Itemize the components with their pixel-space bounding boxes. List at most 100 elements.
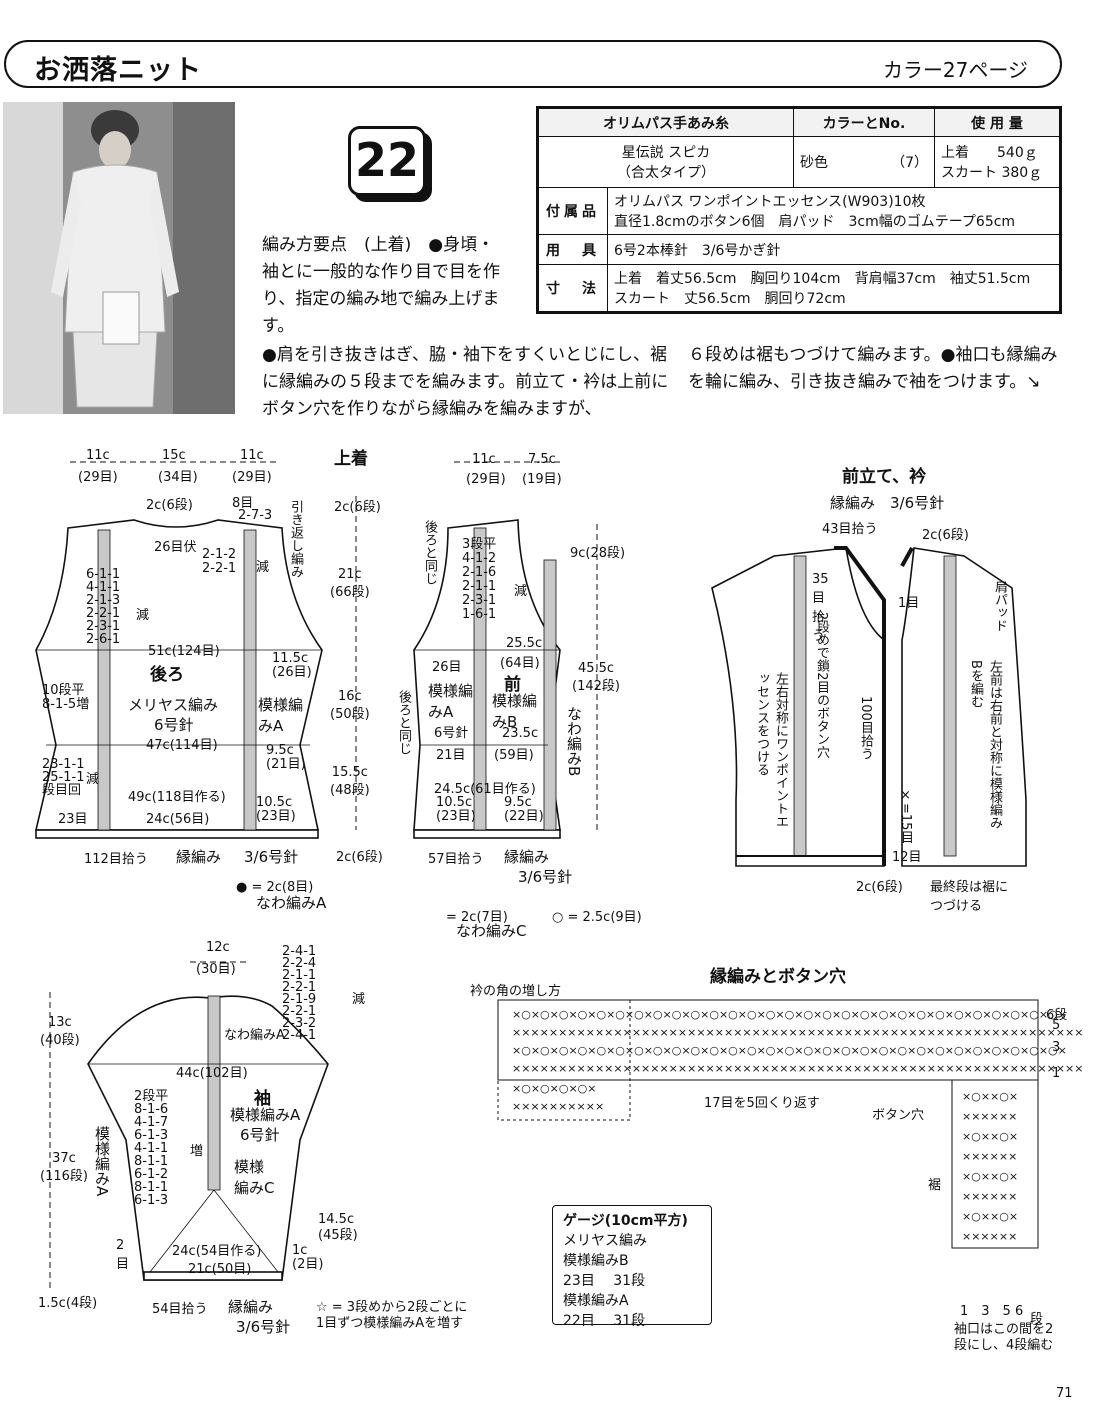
back-cast-on: 49c(118目作る) bbox=[128, 790, 226, 805]
color-header: カラーとNo. bbox=[793, 107, 935, 138]
front-neck-height: 9c(28段) bbox=[570, 546, 626, 561]
edging-chart-title: 縁編みとボタン穴 bbox=[710, 967, 846, 987]
front-top-11: 11c bbox=[472, 452, 496, 467]
height-4: 15.5c (48段) bbox=[330, 765, 370, 798]
svg-text:××××××××××: ×××××××××× bbox=[512, 1100, 604, 1113]
front-top-11-st: (29目) bbox=[466, 472, 506, 487]
svg-text:×○××○×: ×○××○× bbox=[962, 1130, 1018, 1143]
svg-text:××××××: ×××××× bbox=[962, 1150, 1017, 1163]
band-pickup-43: 43目拾う bbox=[822, 522, 878, 537]
sleeve-cap-shape: 2-4-1 2-2-4 2-1-1 2-2-1 2-1-9 2-2-1 2-3-… bbox=[282, 944, 317, 1043]
band-last-row-note: 最終段は裾につづける bbox=[930, 880, 1009, 914]
edging-cuff-note: 袖口はこの間を2段にし、4段編む bbox=[954, 1322, 1054, 1353]
band-pickup-100: 100目拾う bbox=[858, 696, 873, 760]
band-edging: 縁編み 3/6号針 bbox=[830, 494, 945, 512]
sleeve-pickup: 54目拾う bbox=[152, 1302, 208, 1317]
height-2: 21c (66段) bbox=[330, 567, 370, 600]
band-mirror-note: 左前は右前と対称に模様編みBを編む bbox=[968, 660, 1002, 829]
edging-row-5: 5 bbox=[1052, 1018, 1061, 1033]
back-side-pattern: 11.5c (26目) bbox=[272, 651, 312, 680]
sleeve-pattern-a: 模様編みA bbox=[230, 1106, 301, 1124]
usage-skirt: スカート 380ｇ bbox=[941, 165, 1043, 182]
usage-header: 使 用 量 bbox=[934, 107, 1060, 138]
yarn-header: オリムパス手あみ糸 bbox=[538, 107, 794, 138]
instructions-para-3: ６段めは裾もつづけて編みます。●袖口も縁編みを輪に編み、引き抜き編みで袖をつけま… bbox=[688, 345, 1058, 392]
back-neck-dec: 2-1-2 2-2-1 bbox=[202, 547, 237, 576]
front-side-st: 26目 bbox=[432, 660, 462, 675]
back-top-11b-st: (29目) bbox=[232, 470, 272, 485]
accessories-line2: 直径1.8cmのボタン6個 肩パッド 3cm幅のゴムテープ65cm bbox=[614, 214, 1016, 230]
back-shoulder-st: 8目 bbox=[232, 496, 254, 511]
back-decrease-2-label: 減 bbox=[86, 772, 100, 787]
front-bottom-left: 10.5c (23目) bbox=[436, 795, 476, 824]
sleeve-top-st: (30目) bbox=[196, 962, 236, 977]
sleeve-star-note: ☆ = 3段めから2段ごとに1目ずつ模様編みAを増す bbox=[316, 1300, 468, 1331]
size-skirt: スカート 丈56.5cm 胴回り72cm bbox=[614, 291, 846, 308]
front-same-as-back: 後ろと同じ bbox=[422, 520, 437, 585]
page-number: 71 bbox=[1056, 1386, 1073, 1401]
tools-label: 用 具 bbox=[538, 233, 608, 266]
legend-c: = 2c(7目) bbox=[446, 910, 508, 925]
page-title: お洒落ニット bbox=[34, 55, 202, 86]
back-shoulder-shape: 2-7-3 bbox=[238, 508, 273, 523]
svg-text:××××××: ×××××× bbox=[962, 1190, 1017, 1203]
legend-a-label: なわ編みA bbox=[256, 894, 327, 912]
svg-text:×○×○×○×○×: ×○×○×○×○× bbox=[512, 1082, 596, 1095]
front-chest-st: (64目) bbox=[500, 656, 540, 671]
sleeve-right-1: 1c (2目) bbox=[292, 1243, 324, 1272]
svg-text:×○×○×○×○×○×○×○×○×○×○×○×○×○×○×○: ×○×○×○×○×○×○×○×○×○×○×○×○×○×○×○×○×○×○×○×○… bbox=[512, 1044, 1067, 1057]
model-photo bbox=[3, 102, 235, 414]
sleeve-increase-shape: 2段平 8-1-6 4-1-7 6-1-3 4-1-1 8-1-1 6-1-2 … bbox=[134, 1089, 169, 1208]
front-pattern-b: 模様編みB bbox=[492, 692, 538, 731]
band-row-12: 12目 bbox=[892, 850, 922, 865]
svg-text:×○××○×: ×○××○× bbox=[962, 1210, 1018, 1223]
sleeve-edging: 縁編み bbox=[228, 1298, 274, 1316]
svg-text:××××××××××××××××××××××××××××××: ××××××××××××××××××××××××××××××××××××××××… bbox=[512, 1026, 1083, 1039]
back-neck-dec-label: 減 bbox=[256, 560, 270, 575]
pattern-number: 22 bbox=[348, 126, 426, 196]
back-armhole-dec-label: 減 bbox=[136, 608, 150, 623]
edging-row-numbers: 1 3 5 6 bbox=[960, 1304, 1024, 1319]
back-top-11a-st: (29目) bbox=[78, 470, 118, 485]
back-top-15-st: (34目) bbox=[158, 470, 198, 485]
sleeve-right-145: 14.5c (45段) bbox=[318, 1212, 358, 1243]
back-bottom-mid: 24c(56目) bbox=[146, 812, 210, 827]
back-pickup: 112目拾う bbox=[84, 852, 148, 867]
yarn-name: 星伝説 スピカ bbox=[621, 145, 711, 162]
yarn-type: （合太タイプ） bbox=[617, 165, 715, 182]
front-cast-on: 24.5c(61目作る) bbox=[434, 782, 536, 797]
edging-row-6: 6段 bbox=[1046, 1008, 1068, 1023]
front-edging-needle: 3/6号針 bbox=[518, 868, 573, 886]
sleeve-cap-height: 13c (40段) bbox=[40, 1015, 80, 1048]
color-page-ref: カラー27ページ bbox=[882, 58, 1028, 82]
sleeve-cap-dec: 減 bbox=[352, 992, 366, 1007]
front-needle: 6号針 bbox=[434, 726, 469, 741]
back-edging-needle: 3/6号針 bbox=[244, 848, 299, 866]
legend-a: ● = 2c(8目) bbox=[236, 880, 314, 895]
sleeve-pattern-c: 模様編みC bbox=[234, 1158, 275, 1197]
back-neck-bind: 26目伏 bbox=[154, 540, 197, 555]
band-buttonhole-note: 2段めで鎖2目のボタン穴 bbox=[814, 612, 829, 759]
front-pickup: 57目拾う bbox=[428, 852, 484, 867]
edging-corner-note: 衿の角の増し方 bbox=[470, 984, 562, 999]
back-top-11a: 11c bbox=[86, 448, 110, 463]
height-3: 16c (50段) bbox=[330, 689, 370, 722]
gauge-box: ゲージ(10cm平方) メリヤス編み 模様編みB 23目 31段 模様編みA 2… bbox=[552, 1205, 712, 1329]
sleeve-cuff-height: 1.5c(4段) bbox=[38, 1296, 98, 1311]
band-diagram-title: 前立て、衿 bbox=[842, 467, 927, 487]
usage-top: 上着 540ｇ bbox=[941, 145, 1038, 162]
sleeve-cable-a: なわ編みA bbox=[224, 1028, 285, 1043]
back-label: 後ろ bbox=[150, 665, 184, 685]
legend-c-label: なわ編みC bbox=[456, 922, 527, 940]
back-bottom-side: 23目 bbox=[58, 812, 88, 827]
sleeve-top-width: 12c bbox=[206, 940, 230, 955]
back-pattern-a: 模様編みA bbox=[258, 696, 304, 735]
band-shoulder-pad: 肩パッド bbox=[992, 580, 1007, 632]
band-x-15: ×=15目 bbox=[898, 788, 913, 844]
materials-table: オリムパス手あみ糸 カラーとNo. 使 用 量 星伝説 スピカ （合太タイプ） … bbox=[536, 106, 1062, 314]
svg-text:×○××○×: ×○××○× bbox=[962, 1090, 1018, 1103]
front-total-height: 45.5c (142段) bbox=[572, 661, 620, 694]
gauge-line-2: 模様編みB bbox=[563, 1253, 629, 1269]
front-edging: 縁編み bbox=[504, 848, 550, 866]
edging-hem: 裾 bbox=[928, 1178, 942, 1193]
